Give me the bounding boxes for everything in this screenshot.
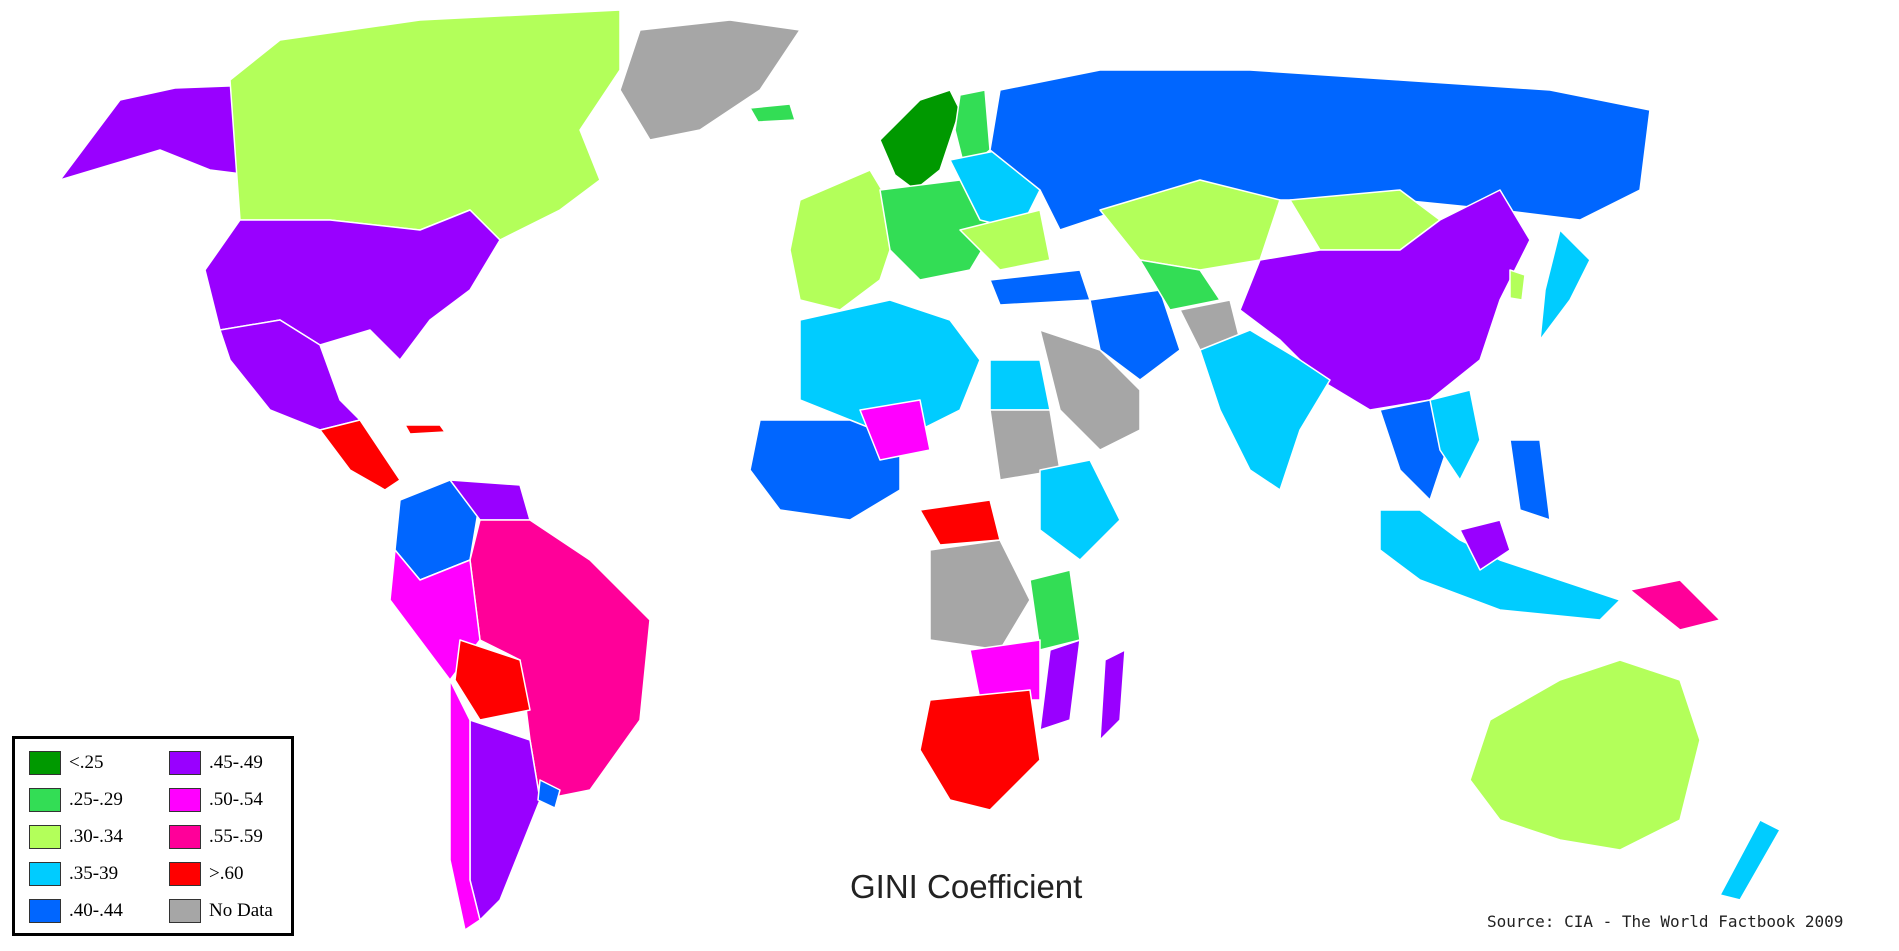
legend-item: No Data <box>169 899 273 923</box>
tanzania-region <box>1029 569 1081 651</box>
map-title: GINI Coefficient <box>850 868 1083 905</box>
legend-label: .40-.44 <box>69 900 123 921</box>
legend-label: <.25 <box>69 752 104 773</box>
congo-region <box>929 539 1031 651</box>
legend-swatch <box>169 825 201 849</box>
india-region <box>1199 329 1331 491</box>
brazil-region <box>469 519 651 801</box>
legend-label: .50-.54 <box>209 789 263 810</box>
russia-region <box>989 69 1651 231</box>
legend-item: >.60 <box>169 862 243 886</box>
map-legend: <.25 .25-.29 .30-.34 .35-39 .40-.44 .45-.49 .5… <box>12 736 294 936</box>
legend-swatch <box>169 862 201 886</box>
new-zealand-region <box>1719 819 1781 901</box>
legend-item: <.25 <box>29 751 103 775</box>
sahel-region <box>859 399 931 461</box>
borneo-region <box>1459 519 1511 571</box>
central-america-region <box>319 419 401 491</box>
western-europe-region <box>789 169 901 311</box>
egypt-region <box>989 359 1051 411</box>
uruguay-region <box>537 779 561 809</box>
turkey-region <box>989 269 1091 306</box>
legend-label: .35-39 <box>69 863 119 884</box>
southern-middle-region <box>969 639 1041 701</box>
madagascar-region <box>1099 649 1126 741</box>
legend-item: .35-39 <box>29 862 118 886</box>
australia-region <box>1469 659 1701 851</box>
legend-item: .45-.49 <box>169 751 263 775</box>
north-africa-region <box>799 299 981 441</box>
legend-item: .55-.59 <box>169 825 263 849</box>
southeast-asia-region <box>1379 399 1451 501</box>
legend-swatch <box>29 788 61 812</box>
indonesia-region <box>1379 509 1621 621</box>
korea-region <box>1509 269 1526 301</box>
south-africa-region <box>919 689 1041 811</box>
legend-item: .30-.34 <box>29 825 123 849</box>
legend-label: .30-.34 <box>69 826 123 847</box>
legend-item: .25-.29 <box>29 788 123 812</box>
canada-region <box>229 9 621 241</box>
legend-label: >.60 <box>209 863 244 884</box>
china-region <box>1239 189 1531 411</box>
japan-region <box>1539 229 1591 341</box>
legend-swatch <box>169 788 201 812</box>
bolivia-region <box>454 639 531 721</box>
iran-region <box>1089 289 1181 381</box>
argentina-region <box>469 719 541 921</box>
east-africa-region <box>1039 459 1121 561</box>
legend-label: No Data <box>209 900 273 921</box>
legend-swatch <box>29 751 61 775</box>
ukraine-region <box>959 209 1051 271</box>
central-asia-region <box>1139 259 1221 311</box>
legend-item: .40-.44 <box>29 899 123 923</box>
papua-region <box>1629 579 1721 631</box>
legend-swatch <box>169 899 201 923</box>
central-africa-region <box>919 499 1001 546</box>
legend-swatch <box>29 862 61 886</box>
legend-swatch <box>169 751 201 775</box>
legend-swatch <box>29 825 61 849</box>
philippines-region <box>1509 439 1551 521</box>
legend-item: .50-.54 <box>169 788 263 812</box>
indochina-region <box>1429 389 1481 481</box>
mozambique-region <box>1039 639 1081 731</box>
scandinavia-region <box>879 89 961 191</box>
chile-region <box>449 679 481 931</box>
west-africa-region <box>749 419 901 521</box>
arabia-region <box>1039 329 1141 451</box>
legend-label: .55-.59 <box>209 826 263 847</box>
legend-label: .45-.49 <box>209 752 263 773</box>
greenland-region <box>619 19 801 141</box>
cuba-region <box>404 424 446 435</box>
legend-swatch <box>29 899 61 923</box>
map-source: Source: CIA - The World Factbook 2009 <box>1487 912 1844 931</box>
iceland-region <box>749 103 796 123</box>
legend-label: .25-.29 <box>69 789 123 810</box>
